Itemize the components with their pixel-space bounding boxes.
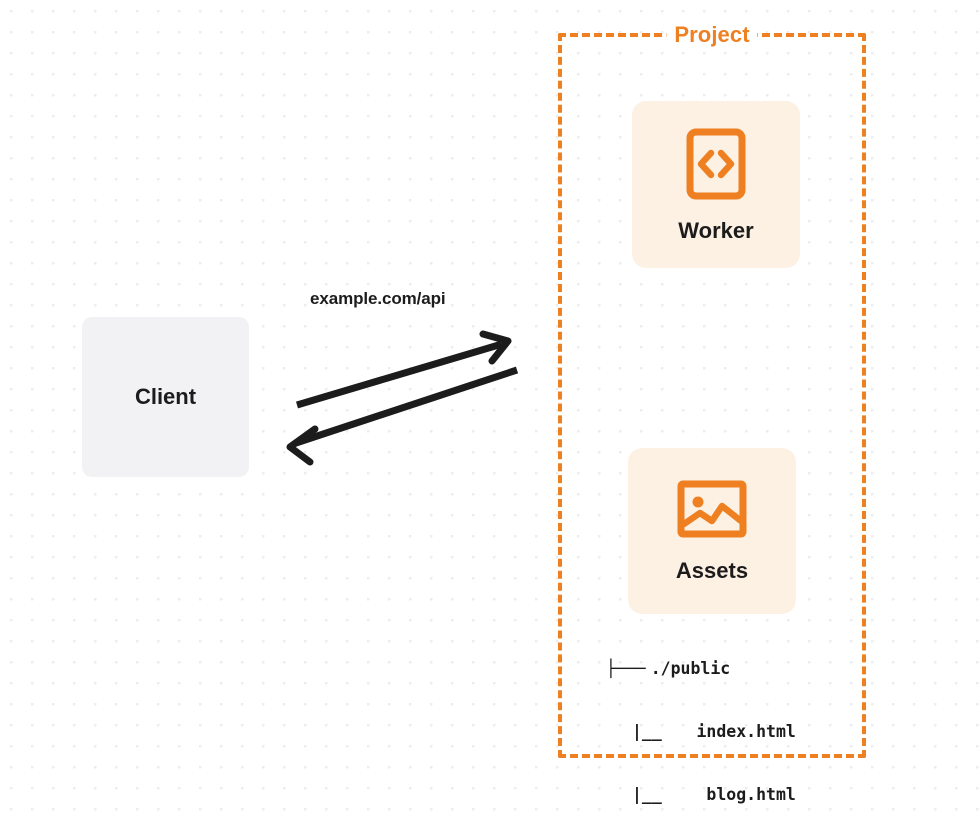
file-tree-item: |__ index.html xyxy=(606,721,796,742)
file-tree-item: |__ blog.html xyxy=(606,784,796,805)
assets-file-tree: ├─── ./public |__ index.html |__ blog.ht… xyxy=(606,616,796,818)
node-worker[interactable]: Worker xyxy=(632,101,800,268)
image-icon xyxy=(677,480,747,538)
node-assets-label: Assets xyxy=(675,558,749,583)
code-brackets-icon xyxy=(686,128,746,200)
file-tree-root-row: ├─── ./public xyxy=(606,658,796,679)
request-arrow xyxy=(296,330,512,409)
project-group-label: Project xyxy=(666,24,758,46)
file-tree-branch-glyph: ├─── xyxy=(606,659,646,678)
node-client-label: Client xyxy=(134,384,197,409)
node-worker-label: Worker xyxy=(678,217,754,243)
node-client[interactable]: Client xyxy=(82,317,249,477)
file-tree-root-name: ./public xyxy=(650,659,731,678)
file-tree-branch-glyph: |__ xyxy=(632,785,662,804)
file-tree-item-name: blog.html xyxy=(706,785,796,804)
connection-label: example.com/api xyxy=(310,289,446,308)
file-tree-item-name: index.html xyxy=(696,722,796,741)
response-arrow xyxy=(286,366,519,466)
node-assets[interactable]: Assets xyxy=(628,448,796,614)
project-group-container: Project xyxy=(558,24,866,758)
file-tree-branch-glyph: |__ xyxy=(632,722,662,741)
